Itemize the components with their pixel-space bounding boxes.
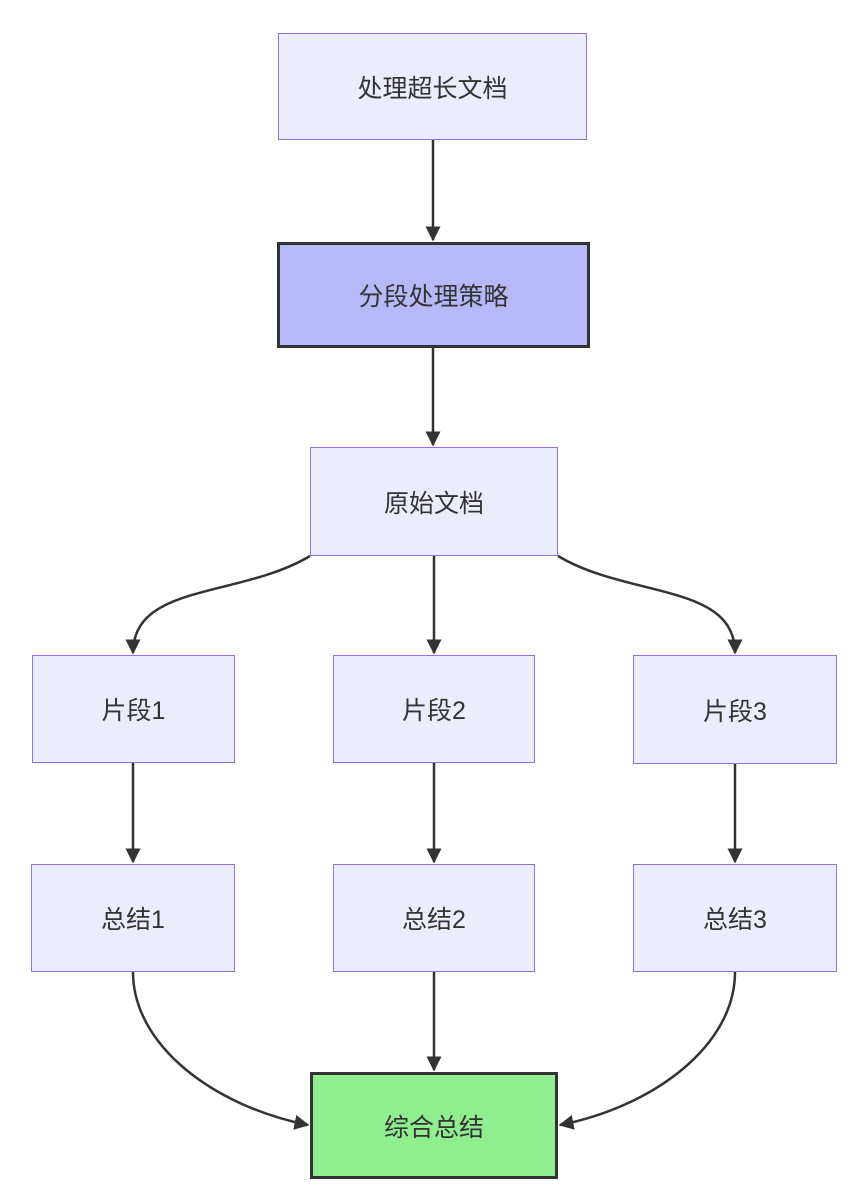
node-original-label: 原始文档: [383, 489, 484, 518]
node-strategy-label: 分段处理策略: [358, 283, 509, 311]
node-chunk-3: 片段3: [633, 655, 837, 764]
node-chunk-2-label: 片段2: [402, 697, 466, 725]
node-chunk-1-label: 片段1: [101, 697, 166, 725]
edge-original-chunk1: [125, 554, 311, 655]
node-doc-label: 处理超长文档: [357, 74, 508, 103]
node-summary-3-label: 总结3: [703, 906, 767, 934]
node-original: 原始文档: [310, 447, 558, 556]
node-doc: 处理超长文档: [278, 33, 587, 140]
node-summary-1: 总结1: [31, 864, 235, 972]
node-chunk-3-label: 片段3: [703, 697, 767, 726]
node-chunk-1: 片段1: [32, 655, 235, 763]
node-final: 综合总结: [310, 1072, 558, 1179]
node-summary-2-label: 总结2: [402, 906, 466, 934]
node-summary-1-label: 总结1: [101, 906, 165, 934]
edge-summary3-final: [558, 971, 737, 1130]
node-strategy: 分段处理策略: [277, 242, 590, 348]
node-final-label: 综合总结: [383, 1113, 484, 1142]
node-summary-3: 总结3: [633, 864, 837, 972]
node-chunk-2: 片段2: [333, 655, 535, 763]
edge-summary1-final: [131, 971, 310, 1130]
node-summary-2: 总结2: [333, 864, 535, 972]
edge-original-chunk3: [557, 554, 743, 655]
